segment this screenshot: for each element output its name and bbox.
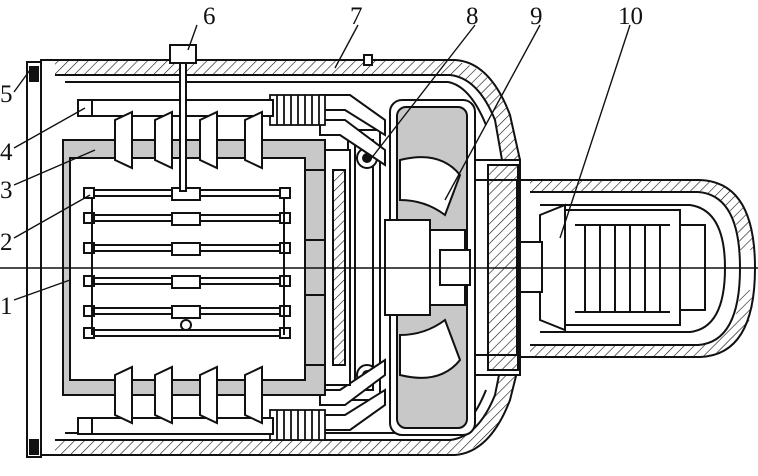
callout-2: 2 <box>0 229 13 256</box>
callout-7: 7 <box>350 3 363 30</box>
baffle-fins-lower <box>114 365 263 425</box>
leader-lines <box>13 24 631 301</box>
callout-5: 5 <box>0 81 13 108</box>
coil-block-upper <box>269 94 326 126</box>
housing-hatch-bottom <box>55 441 450 454</box>
callout-10: 10 <box>618 3 643 30</box>
heater-tube-lower <box>77 417 274 435</box>
baffle-fins-upper <box>114 110 263 170</box>
coil-block-lower <box>269 409 326 441</box>
heater-tube-upper <box>77 99 274 117</box>
seal-frame <box>347 129 381 401</box>
shelves <box>83 187 291 339</box>
motor-hatch-top <box>530 181 754 250</box>
housing-hatch-top <box>55 61 450 74</box>
callout-3: 3 <box>0 177 13 204</box>
top-fitting <box>363 54 373 66</box>
housing-hatch-shoulder-bottom <box>450 360 520 454</box>
motor-hatch-bottom <box>530 290 754 356</box>
callout-1: 1 <box>0 293 13 320</box>
callout-8: 8 <box>466 3 479 30</box>
callout-6: 6 <box>203 3 216 30</box>
probe <box>169 44 197 192</box>
housing-hatch-shoulder-top <box>450 61 520 160</box>
callout-4: 4 <box>0 139 13 166</box>
callout-9: 9 <box>530 3 543 30</box>
